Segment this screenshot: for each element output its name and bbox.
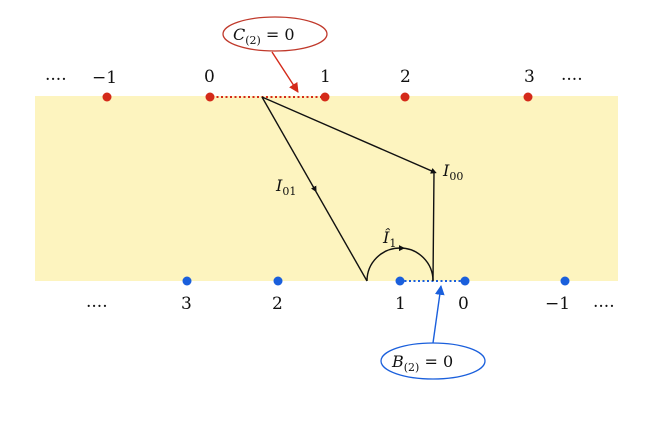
path-i00-arrow: [430, 168, 437, 174]
blue-point-3: [182, 276, 192, 286]
bottom-label-1: 1: [395, 294, 406, 314]
shaded-strip: [35, 96, 618, 281]
bottom-label-2: 2: [272, 294, 283, 314]
red-point-minus1: [102, 92, 112, 102]
callout-c-label: C(2) = 0: [233, 25, 295, 47]
blue-point-1: [395, 276, 405, 286]
top-ellipsis-right: ....: [561, 65, 583, 85]
bottom-ellipsis-right: ....: [593, 292, 615, 312]
bottom-ellipsis-left: ....: [86, 292, 108, 312]
top-label-minus1: −1: [92, 68, 117, 88]
label-i00: I00: [442, 161, 463, 183]
red-point-2: [400, 92, 410, 102]
bottom-label-minus1: −1: [545, 294, 570, 314]
blue-point-0: [460, 276, 470, 286]
label-i01: I01: [275, 176, 296, 198]
top-label-0: 0: [204, 67, 215, 87]
label-ihat1: Î1: [382, 227, 396, 250]
red-point-3: [523, 92, 533, 102]
blue-point-2: [273, 276, 283, 286]
bottom-label-3: 3: [181, 294, 192, 314]
red-point-1: [320, 92, 330, 102]
blue-point-minus1: [560, 276, 570, 286]
callout-b-arrow: [432, 285, 445, 344]
red-point-0: [205, 92, 215, 102]
callout-c-ellipse: [222, 16, 328, 52]
callout-b-label: B(2) = 0: [391, 352, 453, 374]
top-ellipsis-left: ....: [45, 65, 67, 85]
top-label-2: 2: [400, 67, 411, 87]
path-i01-arrow: [311, 185, 317, 193]
top-label-1: 1: [320, 67, 331, 87]
callout-c-arrow: [271, 51, 299, 93]
top-label-3: 3: [524, 67, 535, 87]
bottom-label-0: 0: [458, 294, 469, 314]
